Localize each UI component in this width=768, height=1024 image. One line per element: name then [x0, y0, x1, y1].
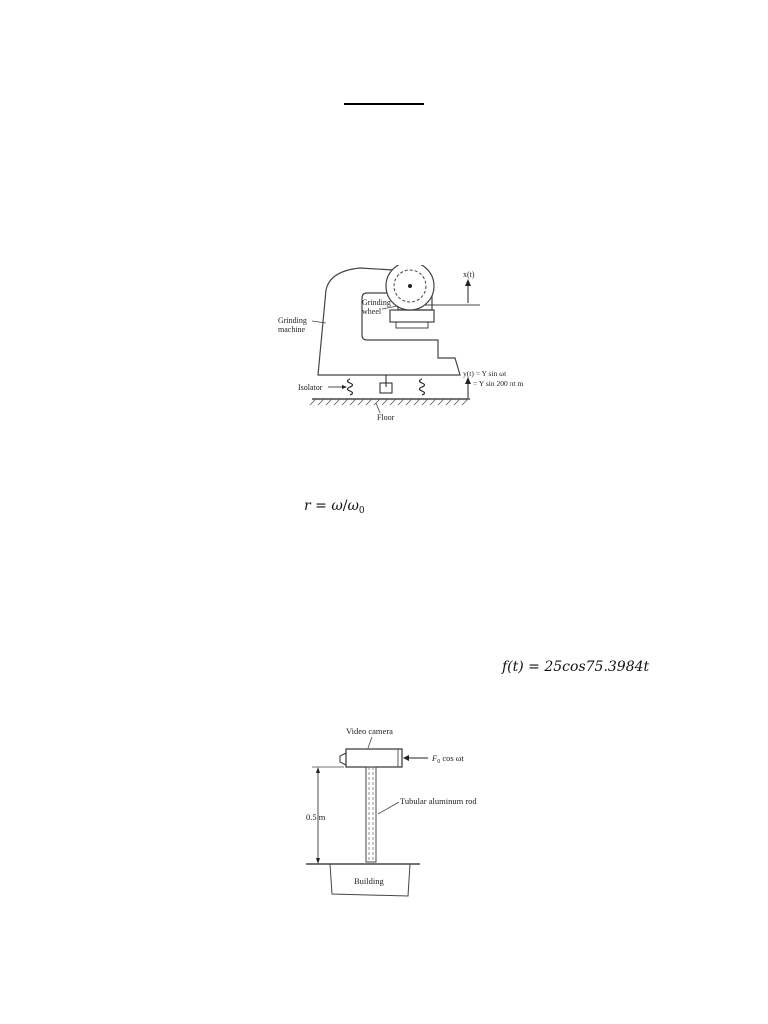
floor-hatching	[309, 398, 469, 406]
force-label: F0 cos ωt	[431, 753, 464, 765]
video-camera-label: Video camera	[346, 726, 393, 736]
isolator-spring-right	[418, 378, 426, 396]
title-underline	[344, 103, 424, 105]
height-label: 0.5 m	[306, 812, 326, 822]
grinding-machine-label-1: Grinding	[278, 316, 307, 325]
isolator-label: Isolator	[298, 383, 323, 392]
isolator-spring-left	[346, 378, 354, 396]
y-label-2: = Y sin 200 πt m	[473, 379, 523, 388]
rod-label: Tubular aluminum rod	[400, 796, 477, 806]
machine-table	[389, 309, 435, 323]
eq1-omega: ω	[331, 498, 343, 514]
camera-lens	[339, 752, 347, 766]
floor-label: Floor	[377, 413, 395, 422]
grinding-wheel-inner	[393, 269, 427, 303]
damper-cylinder	[379, 382, 393, 394]
force-equation: f(t) = 25cos75.3984t	[502, 659, 650, 675]
wheel-center	[408, 284, 412, 288]
grinding-wheel-label-1: Grinding	[362, 298, 391, 307]
y-label-1: y(t) = Y sin ωt	[463, 369, 507, 378]
building-label: Building	[354, 876, 385, 886]
eq1-slash: /	[342, 498, 348, 514]
grinding-machine-figure: x(t) Grinding wheel Grinding machine Iso…	[278, 265, 523, 422]
grinding-wheel-label-2: wheel	[362, 307, 382, 316]
video-camera-figure: Video camera F0 cos ωt Tubular aluminum …	[306, 726, 477, 897]
workpiece	[395, 321, 429, 329]
camera-body	[345, 748, 403, 768]
eq1-lhs: r	[304, 498, 311, 514]
ratio-equation: r = ω/ω0	[304, 498, 365, 516]
eq1-omega0: ω	[347, 498, 359, 514]
eq1-equals: =	[310, 498, 332, 514]
x-label: x(t)	[463, 270, 475, 279]
building-block	[329, 863, 411, 897]
grinding-machine-label-2: machine	[278, 325, 306, 334]
x-arrowhead	[465, 279, 471, 286]
eq1-sub: 0	[358, 506, 365, 516]
aluminum-rod	[365, 766, 377, 863]
